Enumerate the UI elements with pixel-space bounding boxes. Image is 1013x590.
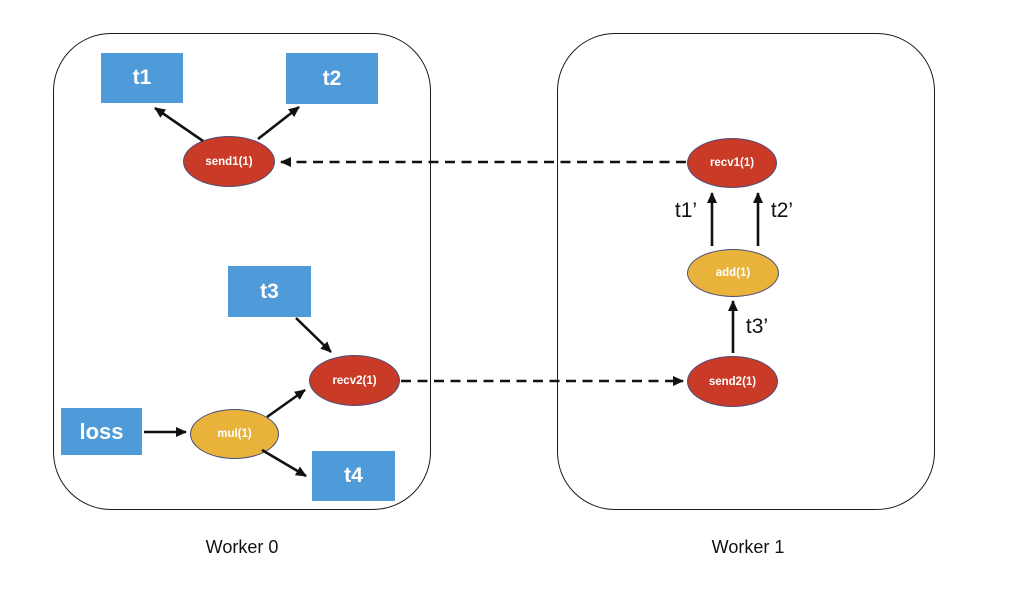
op-node-recv1: recv1(1) <box>687 138 777 188</box>
tensor-node-t1: t1 <box>101 53 183 103</box>
tensor-node-loss: loss <box>61 408 142 455</box>
op-node-send1: send1(1) <box>183 136 275 187</box>
tensor-node-t4: t4 <box>312 451 395 501</box>
op-node-recv2: recv2(1) <box>309 355 400 406</box>
op-node-mul: mul(1) <box>190 409 279 459</box>
tensor-node-t2: t2 <box>286 53 378 104</box>
edge-label-t1-prime: t1’ <box>674 199 698 222</box>
tensor-node-t3: t3 <box>228 266 311 317</box>
worker1-container <box>557 33 935 510</box>
worker0-container <box>53 33 431 510</box>
op-node-add: add(1) <box>687 249 779 297</box>
worker1-caption: Worker 1 <box>711 537 785 557</box>
worker0-caption: Worker 0 <box>205 537 279 557</box>
edge-label-t3-prime: t3’ <box>745 315 769 338</box>
op-node-send2: send2(1) <box>687 356 778 407</box>
edge-label-t2-prime: t2’ <box>770 199 794 222</box>
